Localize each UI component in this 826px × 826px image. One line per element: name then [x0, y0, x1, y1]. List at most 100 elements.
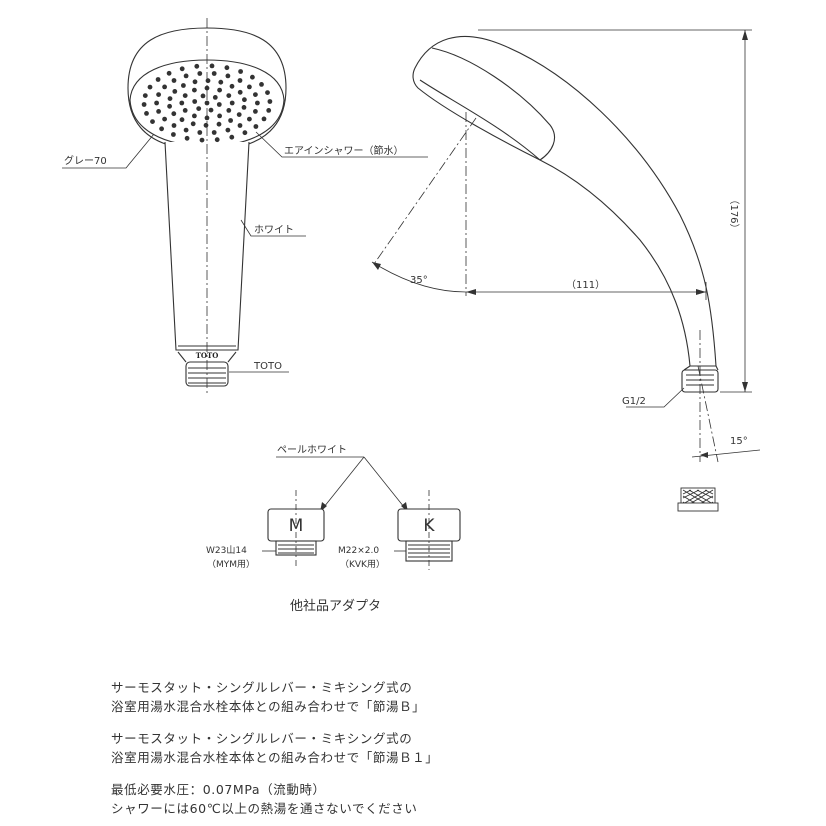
nozzle-hole — [196, 106, 202, 111]
kvk-label: （KVK用） — [340, 559, 385, 570]
side-view-construction-lines — [371, 29, 761, 463]
nozzle-hole — [267, 99, 273, 104]
nozzle-hole — [216, 121, 222, 127]
nozzle-hole — [159, 126, 165, 132]
nozzle-hole — [218, 79, 224, 85]
nozzle-hole — [156, 109, 162, 114]
nozzle-hole — [184, 135, 190, 141]
note-line: サーモスタット・シングルレバー・ミキシング式の — [111, 731, 413, 746]
nozzle-hole — [228, 118, 234, 123]
nozzle-hole — [205, 78, 211, 84]
g12-thread-label: G1/2 — [622, 396, 646, 407]
nozzle-hole — [224, 65, 230, 71]
nozzle-hole — [236, 112, 242, 117]
note-line: 浴室用湯水混合水栓本体との組み合わせで「節湯Ｂ１」 — [111, 750, 439, 765]
nozzle-hole — [200, 93, 206, 99]
white-label: ホワイト — [254, 224, 294, 236]
nozzle-hole — [237, 123, 243, 128]
nozzle-hole — [190, 121, 196, 127]
nozzle-hole — [171, 111, 177, 117]
toto-logo: TOTO — [196, 351, 219, 360]
angle-35-label: 35° — [410, 275, 428, 286]
mym-label: （MYM用） — [207, 559, 255, 570]
note-line: サーモスタット・シングルレバー・ミキシング式の — [111, 680, 413, 695]
nozzle-hole — [192, 99, 198, 104]
nozzle-hole — [253, 92, 258, 97]
nozzle-hole — [147, 84, 153, 90]
side-view-shower-head — [412, 36, 719, 393]
nozzle-hole — [237, 89, 243, 95]
nozzle-hole — [162, 116, 168, 122]
nozzle-hole — [237, 78, 243, 83]
nozzle-hole — [259, 82, 264, 87]
nozzle-hole — [156, 92, 162, 97]
nozzle-hole — [199, 137, 205, 143]
nozzle-hole — [216, 102, 222, 107]
nozzle-hole — [150, 119, 155, 124]
nozzle-hole — [217, 113, 223, 119]
nozzle-hole — [192, 113, 197, 119]
nozzle-hole — [162, 84, 168, 90]
air-in-shower-label: エアインシャワー（節水） — [284, 144, 404, 157]
nozzle-hole — [197, 130, 203, 135]
front-view-leaders — [62, 131, 428, 373]
nozzle-hole — [179, 100, 185, 106]
nozzle-hole — [226, 108, 232, 113]
adapter-k-letter: K — [423, 516, 435, 536]
nozzle-hole — [242, 130, 248, 136]
nozzle-hole — [182, 93, 188, 98]
nozzle-hole — [141, 102, 147, 107]
nozzle-hole — [225, 127, 231, 133]
note-line: シャワーには60℃以上の熱湯を通さないでください — [111, 801, 418, 816]
nozzle-hole — [214, 137, 220, 143]
nozzle-hole — [242, 97, 247, 103]
nozzle-hole — [211, 71, 217, 76]
nozzle-hole — [208, 107, 214, 113]
adapter-m-letter: M — [289, 516, 304, 536]
nozzle-hole — [171, 78, 177, 83]
leader-arrowheads — [320, 502, 408, 512]
nozzle-hole — [247, 84, 252, 90]
grey-70-label: グレー70 — [64, 154, 107, 167]
nozzle-hole — [253, 109, 258, 114]
nozzle-hole — [204, 85, 210, 91]
nozzle-hole — [197, 71, 203, 76]
nozzle-hole — [226, 93, 232, 98]
nozzle-hole — [166, 70, 172, 76]
nozzle-hole — [211, 130, 217, 135]
nozzle-hole — [229, 100, 235, 106]
nozzle-hole — [171, 132, 176, 137]
note-line: 最低必要水圧：0.07MPa（流動時） — [111, 782, 326, 797]
nozzle-hole — [209, 63, 215, 69]
toto-label: TOTO — [253, 361, 282, 372]
dimension-arrows — [372, 30, 748, 458]
nozzle-hole — [182, 108, 188, 113]
nozzle-hole — [142, 93, 148, 98]
adapter-leaders — [276, 456, 409, 513]
nozzle-hole — [179, 66, 185, 72]
nozzle-hole — [217, 87, 223, 93]
nozzle-hole — [144, 111, 149, 116]
other-brand-adapter-caption: 他社品アダプタ — [290, 598, 381, 614]
nozzle-hole — [181, 83, 186, 88]
nozzle-hole — [212, 95, 218, 100]
nozzle-hole — [167, 103, 173, 109]
nozzle-hole — [167, 96, 173, 101]
nozzle-hole — [192, 87, 197, 93]
pale-white-label: ペールホワイト — [277, 444, 347, 456]
nozzle-hole — [247, 116, 252, 122]
nozzle-hole — [154, 100, 160, 106]
m22-thread-label: M22×2.0 — [338, 546, 379, 556]
nozzle-hole — [225, 73, 231, 79]
nozzle-hole — [265, 90, 270, 95]
angle-15-label: 15° — [730, 436, 748, 447]
nozzle-hole — [183, 73, 189, 79]
dimension-176-label: （176） — [728, 194, 740, 233]
w23-thread-label: W23山14 — [206, 545, 247, 556]
nozzle-hole — [194, 63, 200, 69]
nozzle-hole — [238, 69, 244, 74]
nozzle-hole — [155, 77, 161, 82]
nozzle-hole — [179, 117, 185, 123]
notes-block: サーモスタット・シングルレバー・ミキシング式の 浴室用湯水混合水栓本体との組み合… — [111, 678, 631, 818]
